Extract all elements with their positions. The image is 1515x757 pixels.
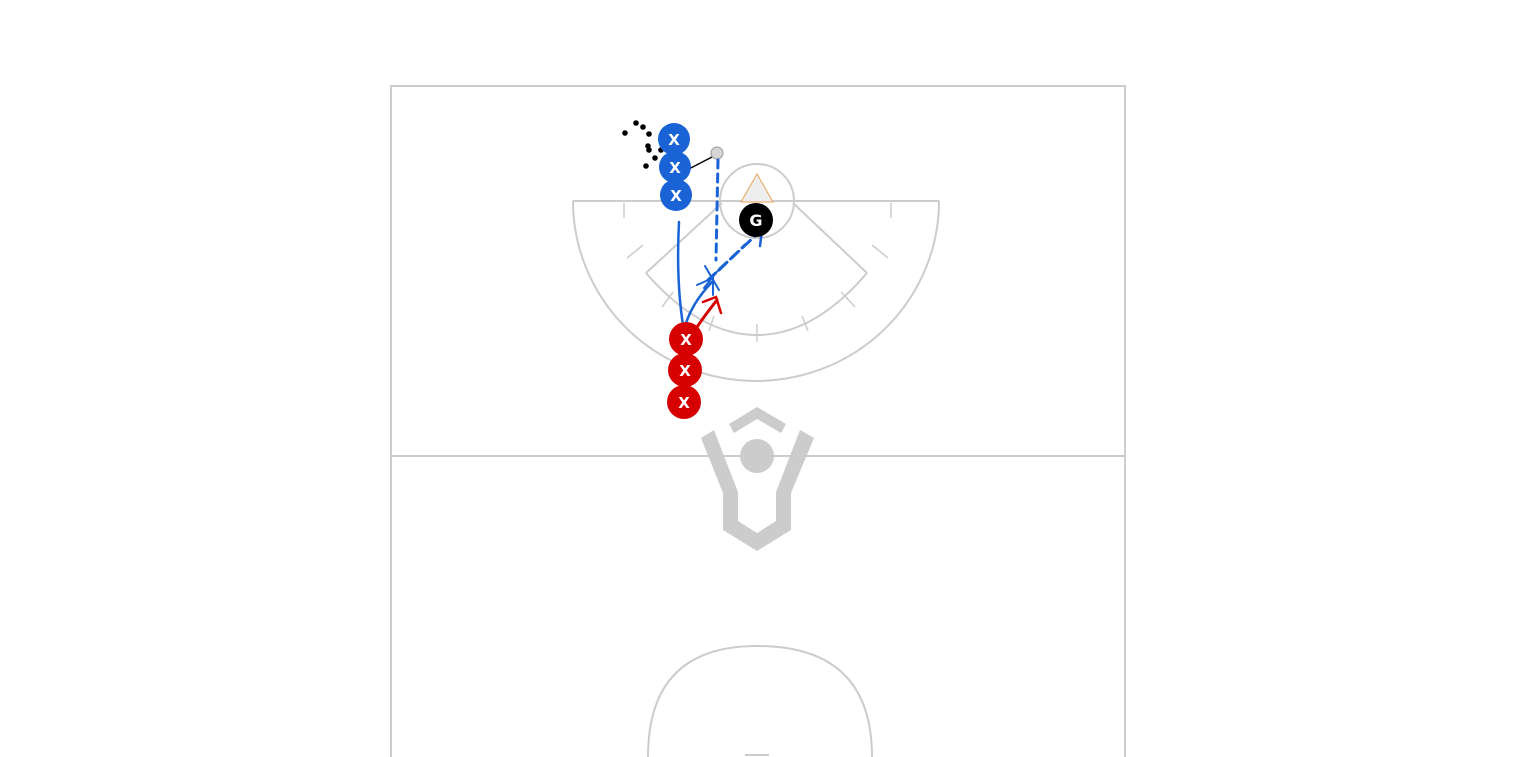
red-player: X <box>669 322 703 356</box>
svg-text:X: X <box>679 362 691 380</box>
blue-players: X X X <box>658 123 692 211</box>
goal-crease <box>719 163 795 239</box>
red-player: X <box>668 353 702 387</box>
svg-text:X: X <box>668 131 680 149</box>
field-boundary <box>390 85 1126 757</box>
ball-pile <box>622 120 664 169</box>
eight-meter-arc <box>572 200 940 382</box>
inner-diagonal-left <box>645 202 723 274</box>
red-player: X <box>667 385 701 419</box>
svg-text:X: X <box>678 394 690 412</box>
blue-shot-path-parallel <box>717 243 747 272</box>
goal-triangle-icon <box>740 172 774 203</box>
center-logo-icon <box>701 407 814 551</box>
blue-player: X <box>659 151 691 183</box>
movement-paths <box>676 158 764 332</box>
center-circle <box>647 644 873 757</box>
red-players: X X X <box>667 322 703 419</box>
field-lines <box>390 85 1126 757</box>
blue-pass-path <box>714 158 720 262</box>
svg-text:X: X <box>670 187 682 205</box>
blue-player: X <box>660 179 692 211</box>
fan-hash-marks <box>623 203 892 342</box>
ball-icon <box>710 146 724 160</box>
svg-text:G: G <box>749 211 762 230</box>
svg-text:X: X <box>669 159 681 177</box>
red-cut-arrowhead <box>701 295 723 315</box>
svg-text:X: X <box>680 331 692 349</box>
blue-cut-arrowhead <box>696 276 714 296</box>
inner-diagonal-right <box>792 202 868 274</box>
blue-player: X <box>658 123 690 155</box>
goalie: G <box>739 203 773 237</box>
blue-run-path <box>676 220 685 327</box>
